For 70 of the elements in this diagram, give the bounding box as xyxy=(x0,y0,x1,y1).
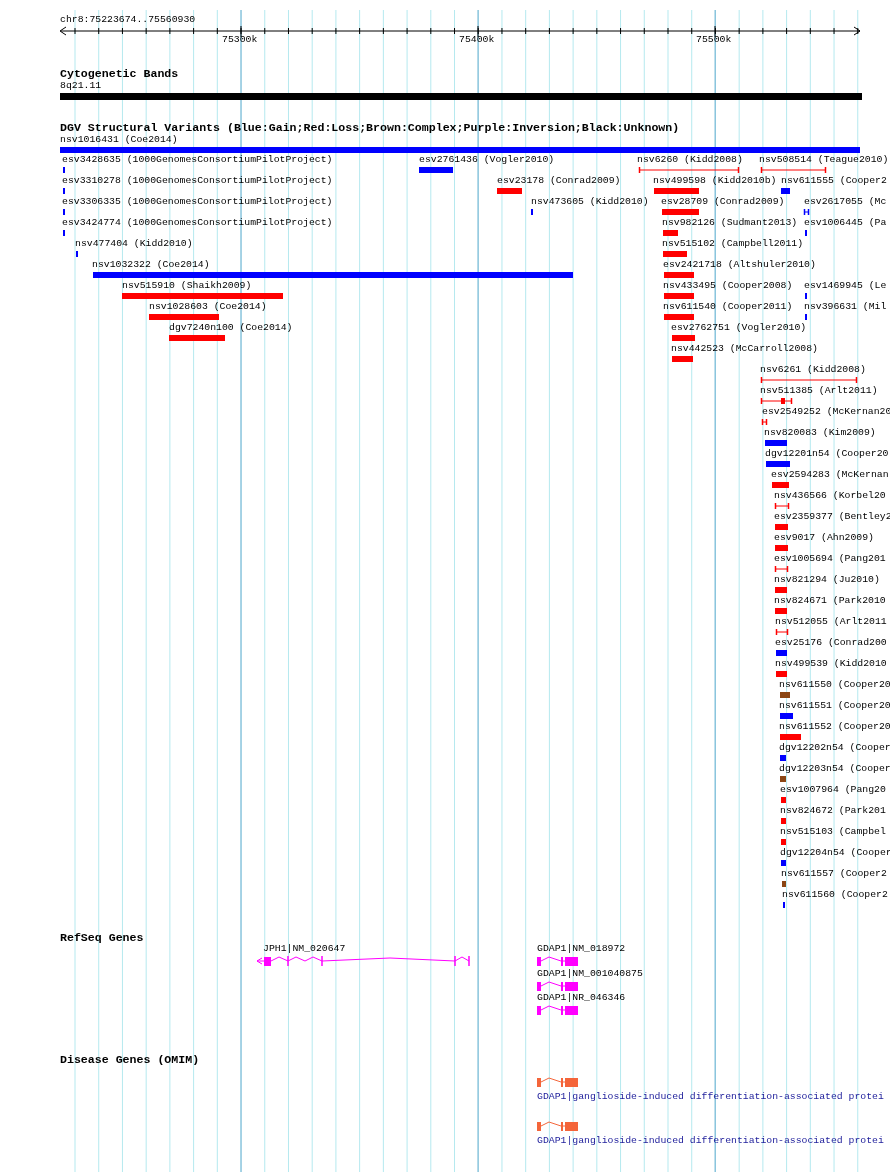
variant-label: nsv611555 (Cooper2 xyxy=(781,175,887,187)
variant-label: nsv436566 (Korbel20 xyxy=(774,490,886,502)
variant-label: nsv820083 (Kim2009) xyxy=(764,427,876,439)
variant-label: esv1007964 (Pang20 xyxy=(780,784,886,796)
variant-label: nsv515910 (Shaikh2009) xyxy=(122,280,252,292)
variant-label: nsv473605 (Kidd2010) xyxy=(531,196,649,208)
variant-label: nsv611550 (Cooper20 xyxy=(779,679,890,691)
track-title: RefSeq Genes xyxy=(60,930,144,944)
variant-label: dgv12204n54 (Cooper xyxy=(780,847,890,859)
variant-label: esv3310278 (1000GenomesConsortiumPilotProject) xyxy=(62,175,333,187)
variant-label: dgv12202n54 (Cooper xyxy=(779,742,890,754)
variant-label: nsv508514 (Teague2010) xyxy=(759,154,889,166)
variant-label: nsv499598 (Kidd2010b) xyxy=(653,175,777,187)
variant-label: nsv1016431 (Coe2014) xyxy=(60,134,178,146)
variant-label: dgv12201n54 (Cooper20 xyxy=(765,448,889,460)
variant-label: esv1005694 (Pang201 xyxy=(774,553,886,565)
variant-label: esv3306335 (1000GenomesConsortiumPilotProject) xyxy=(62,196,333,208)
variant-label: dgv7240n100 (Coe2014) xyxy=(169,322,293,334)
variant-label: nsv821294 (Ju2010) xyxy=(774,574,880,586)
band-label: 8q21.11 xyxy=(60,80,102,92)
variant-label: esv9017 (Ahn2009) xyxy=(774,532,874,544)
variant-label: esv23178 (Conrad2009) xyxy=(497,175,621,187)
gene-label: JPH1|NM_020647 xyxy=(263,943,346,955)
variant-label: esv3428635 (1000GenomesConsortiumPilotProject) xyxy=(62,154,333,166)
variant-label: esv2359377 (Bentley2 xyxy=(774,511,890,523)
variant-label: nsv442523 (McCarroll2008) xyxy=(671,343,818,355)
variant-label: esv1469945 (Le xyxy=(804,280,887,292)
variant-label: esv2762751 (Vogler2010) xyxy=(671,322,807,334)
variant-label: nsv515103 (Campbel xyxy=(780,826,886,838)
variant-label: nsv824672 (Park201 xyxy=(780,805,886,817)
variant-label: esv2761436 (Vogler2010) xyxy=(419,154,555,166)
tick-label: 75300k xyxy=(222,34,258,46)
gene-label: GDAP1|NM_001040875 xyxy=(537,968,643,980)
variant-label: nsv396631 (Mil xyxy=(804,301,887,313)
variant-label: nsv433495 (Cooper2008) xyxy=(663,280,793,292)
coordinate-label: chr8:75223674..75560930 xyxy=(60,14,196,26)
variant-label: nsv611540 (Cooper2011) xyxy=(663,301,793,313)
variant-label: nsv499539 (Kidd2010 xyxy=(775,658,887,670)
variant-label: nsv611551 (Cooper20 xyxy=(779,700,890,712)
variant-label: esv2549252 (McKernan20 xyxy=(762,406,890,418)
variant-label: nsv511385 (Arlt2011) xyxy=(760,385,878,397)
track-title: Disease Genes (OMIM) xyxy=(60,1052,200,1066)
variant-label: nsv477404 (Kidd2010) xyxy=(75,238,193,250)
variant-label: nsv982126 (Sudmant2013) xyxy=(662,217,798,229)
variant-label: nsv512055 (Arlt2011 xyxy=(775,616,887,628)
variant-label: nsv6261 (Kidd2008) xyxy=(760,364,866,376)
variant-label: nsv611557 (Cooper2 xyxy=(781,868,887,880)
variant-label: esv1006445 (Pa xyxy=(804,217,887,229)
tick-label: 75500k xyxy=(696,34,732,46)
variant-label: nsv1032322 (Coe2014) xyxy=(92,259,210,271)
gene-label: GDAP1|NM_018972 xyxy=(537,943,626,955)
variant-label: dgv12203n54 (Cooper xyxy=(779,763,890,775)
variant-label: esv2617055 (Mc xyxy=(804,196,887,208)
variant-label: esv3424774 (1000GenomesConsortiumPilotProject) xyxy=(62,217,333,229)
gene-label: GDAP1|NR_046346 xyxy=(537,992,626,1004)
track-title: DGV Structural Variants (Blue:Gain;Red:Loss;Brown:Complex;Purple:Inversion;Black:Unknown) xyxy=(60,120,680,134)
variant-label: esv2594283 (McKernan xyxy=(771,469,889,481)
variant-label: esv25176 (Conrad200 xyxy=(775,637,887,649)
disease-gene-label: GDAP1|ganglioside-induced differentiation-associated protei xyxy=(537,1091,884,1103)
variant-label: nsv611560 (Cooper2 xyxy=(782,889,888,901)
variant-label: nsv824671 (Park2010 xyxy=(774,595,886,607)
tick-label: 75400k xyxy=(459,34,495,46)
variant-label: nsv6260 (Kidd2008) xyxy=(637,154,743,166)
variant-label: esv28709 (Conrad2009) xyxy=(661,196,785,208)
track-title: Cytogenetic Bands xyxy=(60,66,179,80)
variant-label: esv2421718 (Altshuler2010) xyxy=(663,259,816,271)
disease-gene-label: GDAP1|ganglioside-induced differentiation-associated protei xyxy=(537,1135,884,1147)
variant-label: nsv1028603 (Coe2014) xyxy=(149,301,267,313)
variant-label: nsv515102 (Campbell2011) xyxy=(662,238,804,250)
variant-label: nsv611552 (Cooper20 xyxy=(779,721,890,733)
